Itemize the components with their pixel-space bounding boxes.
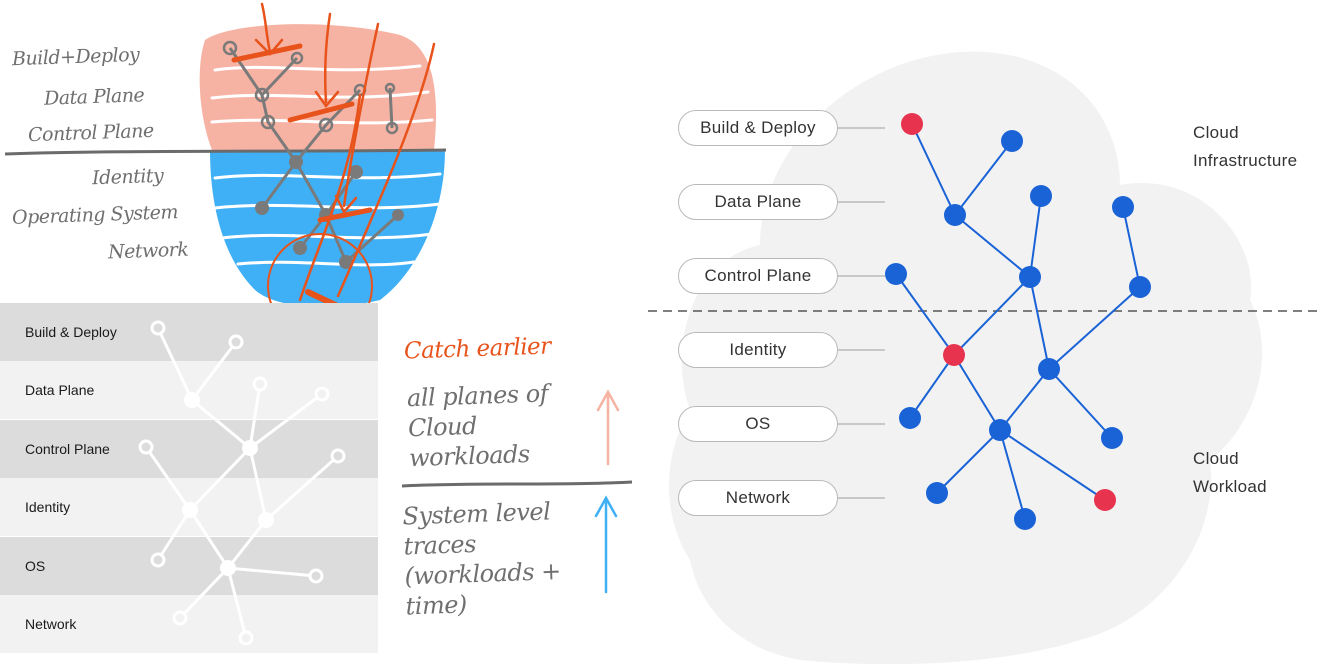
graph-node-red — [943, 344, 965, 366]
graph-node-red — [1094, 489, 1116, 511]
notes-divider — [401, 480, 633, 488]
sketch-blob-lower — [210, 150, 445, 307]
graph-node — [1129, 276, 1151, 298]
layer-pill-control-plane: Control Plane — [678, 258, 838, 294]
region-label-line: Workload — [1193, 477, 1267, 496]
graph-node-red — [901, 113, 923, 135]
pill-connectors — [838, 127, 885, 499]
table-row-label: Identity — [25, 499, 71, 515]
up-arrow-salmon-icon — [596, 389, 620, 466]
graph-nodes — [885, 113, 1151, 530]
graph-node — [1101, 427, 1123, 449]
graph-node — [1001, 130, 1023, 152]
up-arrow-blue-icon — [594, 495, 618, 594]
table-row-build-deploy: Build & Deploy — [0, 303, 378, 361]
graph-node — [1038, 358, 1060, 380]
sketch-stripes — [210, 64, 442, 267]
layer-pill-build-deploy: Build & Deploy — [678, 110, 838, 146]
graph-node — [1112, 196, 1134, 218]
layer-pill-identity: Identity — [678, 332, 838, 368]
region-label-line: Cloud — [1193, 449, 1239, 468]
table-row-os: OS — [0, 537, 378, 595]
graph-node — [1030, 185, 1052, 207]
table-row-network: Network — [0, 595, 378, 653]
table-row-label: Control Plane — [25, 441, 110, 457]
table-row-label: Build & Deploy — [25, 324, 117, 340]
graph-node — [899, 407, 921, 429]
graph-node — [926, 482, 948, 504]
layer-pill-os: OS — [678, 406, 838, 442]
table-row-label: Network — [25, 616, 77, 632]
region-label-infra: Cloud Infrastructure — [1193, 119, 1297, 175]
table-row-label: OS — [25, 558, 46, 574]
table-row-data-plane: Data Plane — [0, 361, 378, 419]
layer-pill-network: Network — [678, 480, 838, 516]
region-label-workload: Cloud Workload — [1193, 445, 1267, 501]
region-label-line: Infrastructure — [1193, 151, 1298, 170]
table-row-label: Data Plane — [25, 382, 95, 398]
graph-node — [885, 263, 907, 285]
sketch-orange-arrows — [231, 2, 436, 339]
graph-node — [1019, 266, 1041, 288]
graph-node — [1014, 508, 1036, 530]
layer-pill-data-plane: Data Plane — [678, 184, 838, 220]
table-row-control-plane: Control Plane — [0, 420, 378, 478]
region-label-line: Cloud — [1193, 123, 1239, 142]
graph-node — [989, 419, 1011, 441]
sketch-divider — [4, 148, 447, 156]
graph-node — [944, 204, 966, 226]
